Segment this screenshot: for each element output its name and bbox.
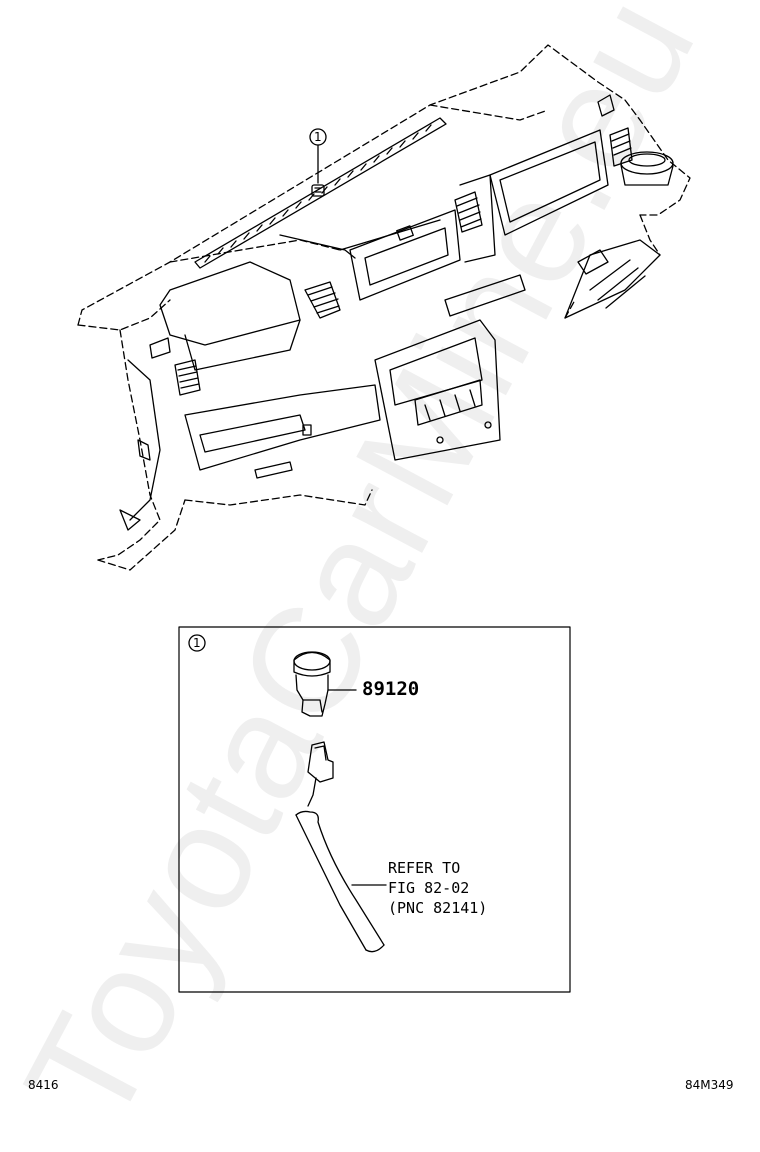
- footer-right-code: 84M349: [685, 1078, 734, 1092]
- detail-callout-number: 1: [193, 636, 201, 650]
- footer-left-code: 8416: [28, 1078, 59, 1092]
- connector-harness: [295, 741, 387, 953]
- refer-note: REFER TO FIG 82-02 (PNC 82141): [388, 858, 487, 918]
- part-number-label: 89120: [362, 678, 420, 700]
- sensor-89120: [293, 651, 357, 717]
- overview-callout-number: 1: [314, 130, 322, 144]
- refer-line-3: (PNC 82141): [388, 899, 488, 917]
- dashboard-diagram: [77, 44, 691, 993]
- detail-box: [178, 626, 571, 993]
- refer-line-2: FIG 82-02: [388, 879, 470, 897]
- dashboard-outline: [77, 44, 691, 571]
- refer-line-1: REFER TO: [388, 859, 461, 877]
- dashboard-details: [119, 94, 674, 531]
